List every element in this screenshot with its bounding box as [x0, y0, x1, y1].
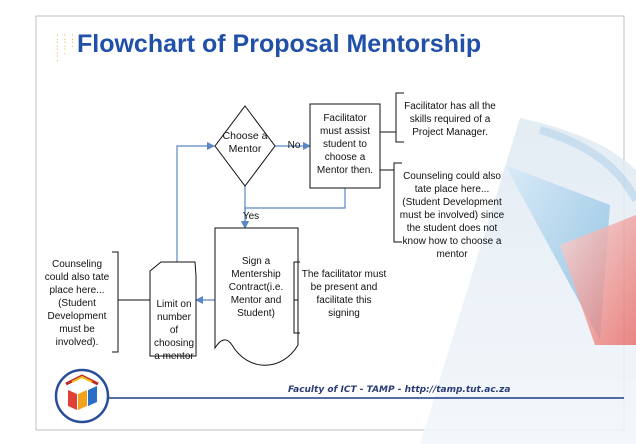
- bracket-facilitator: [293, 261, 300, 334]
- decor-red-shape: [560, 215, 636, 345]
- decision-label: Choose a Mentor: [222, 130, 268, 155]
- contract-box: [214, 227, 299, 366]
- footer-text: Faculty of ICT - TAMP - http://tamp.tut.…: [288, 385, 511, 395]
- background-decoration: [420, 118, 636, 444]
- decor-blue-arc: [538, 126, 636, 202]
- yes-label: Yes: [242, 211, 260, 222]
- tut-logo: [54, 368, 110, 424]
- page-title: Flowchart of Proposal Mentorship: [77, 30, 482, 58]
- decision-diamond: [214, 105, 276, 187]
- title-bullet-dots: : : : :: : :: ::: [56, 32, 83, 64]
- annotation-counseling-right: Counseling could also tate place here...…: [399, 171, 505, 260]
- facilitator-box: [309, 103, 381, 189]
- facilitator-box-label: Facilitator must assist student to choos…: [316, 113, 374, 176]
- connectors: [176, 142, 346, 304]
- bracket-counseling-right: [393, 162, 402, 243]
- arrow-limit-to-decision: [176, 142, 215, 262]
- annotation-skills: Facilitator has all the skills required …: [404, 101, 496, 138]
- limit-box-label: Limit on number of choosing a mentor: [153, 299, 195, 362]
- annotation-counseling-left: Counseling could also tate place here...…: [44, 259, 110, 348]
- annotation-facilitator-present: The facilitator must be present and faci…: [301, 269, 387, 319]
- bracket-counseling-left: [112, 251, 119, 353]
- no-label: No: [287, 140, 301, 151]
- contract-box-label: Sign a Mentership Contract(i.e. Mentor a…: [228, 256, 284, 319]
- bracket-skills: [395, 92, 404, 143]
- limit-box: [149, 261, 197, 357]
